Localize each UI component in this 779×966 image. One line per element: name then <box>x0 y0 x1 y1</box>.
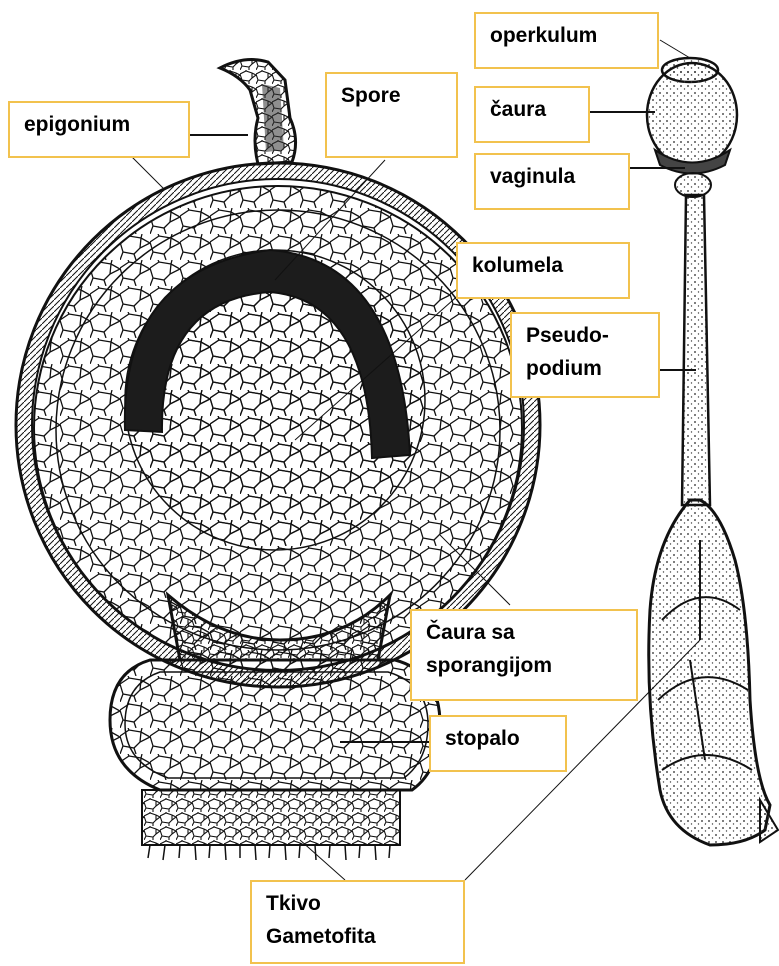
label-caura: čaura <box>474 86 590 143</box>
label-tkivo-line2: Gametofita <box>266 921 449 954</box>
label-vaginula-text: vaginula <box>490 161 614 194</box>
label-operkulum: operkulum <box>474 12 659 69</box>
vaginula-bulb <box>675 173 711 197</box>
label-epigonium-text: epigonium <box>24 109 174 142</box>
pseudopodium-stalk <box>682 195 710 505</box>
right-capsule <box>647 63 737 167</box>
label-vaginula: vaginula <box>474 153 630 210</box>
leader-operkulum <box>660 40 690 58</box>
foot <box>110 660 440 790</box>
label-spore-text: Spore <box>341 80 442 113</box>
leader-epigonium-wall <box>130 155 165 190</box>
label-caura-sporangij-line1: Čaura sa <box>426 617 622 650</box>
label-pseudopodium-line1: Pseudo- <box>526 320 644 353</box>
label-kolumela: kolumela <box>456 242 630 299</box>
label-tkivo-line1: Tkivo <box>266 888 449 921</box>
label-pseudopodium-line2: podium <box>526 353 644 386</box>
label-caura-sa-sporangijom: Čaura sa sporangijom <box>410 609 638 701</box>
leafy-gametophyte <box>649 500 770 845</box>
label-stopalo: stopalo <box>429 715 567 772</box>
label-caura-text: čaura <box>490 94 574 127</box>
label-pseudopodium: Pseudo- podium <box>510 312 660 398</box>
label-caura-sporangij-line2: sporangijom <box>426 650 622 683</box>
label-operkulum-text: operkulum <box>490 20 643 53</box>
gametophyte-tissue <box>142 790 400 845</box>
epigonium-beak <box>220 60 296 164</box>
label-epigonium: epigonium <box>8 101 190 158</box>
label-stopalo-text: stopalo <box>445 723 551 756</box>
label-spore: Spore <box>325 72 458 158</box>
gametophyte-fringe <box>148 845 390 860</box>
label-tkivo-gametofita: Tkivo Gametofita <box>250 880 465 964</box>
label-kolumela-text: kolumela <box>472 250 614 283</box>
